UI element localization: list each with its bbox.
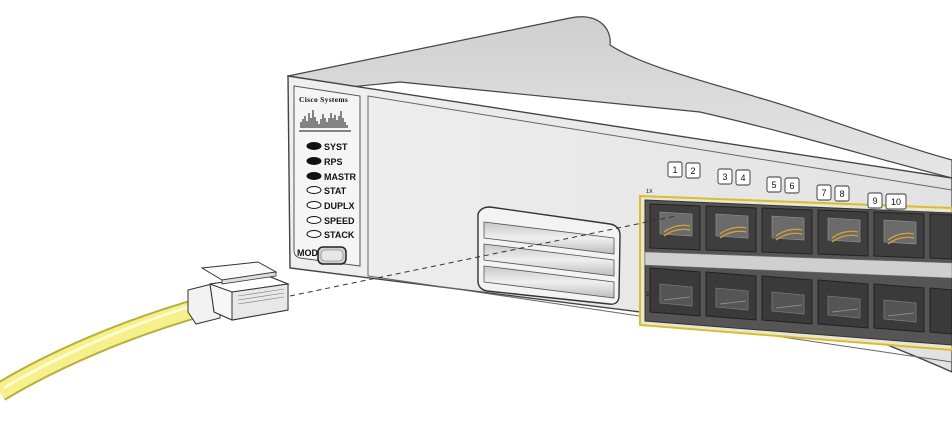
svg-text:5: 5	[771, 180, 776, 190]
port-tag-8: 8	[834, 185, 850, 202]
logo-text: Cisco Systems	[299, 95, 348, 104]
led-label-duplx: DUPLX	[324, 201, 355, 211]
port-1x-2[interactable]	[705, 205, 757, 253]
svg-text:6: 6	[789, 181, 794, 191]
port-tag-10: 10	[885, 193, 907, 210]
port-row-bottom	[649, 267, 952, 335]
port-2x-4[interactable]	[817, 279, 869, 329]
svg-text:8: 8	[839, 189, 844, 199]
port-1x-5[interactable]	[873, 211, 925, 259]
port-1x-4[interactable]	[817, 209, 869, 257]
port-number-labels: 1 2 3 4 5 6 7 8	[667, 161, 907, 210]
led-label-rps: RPS	[324, 157, 343, 167]
port-2x-5[interactable]	[873, 283, 925, 333]
led-syst	[306, 142, 322, 150]
led-mastr	[306, 172, 322, 180]
port-tag-1: 1	[667, 161, 683, 178]
port-tag-5: 5	[766, 176, 782, 193]
port-tag-3: 3	[717, 168, 733, 185]
led-duplx	[306, 201, 322, 209]
port-tag-6: 6	[784, 177, 800, 194]
rj45-plug-icon	[187, 261, 290, 325]
svg-text:1: 1	[672, 165, 677, 175]
svg-text:10: 10	[891, 197, 901, 207]
svg-text:3: 3	[722, 172, 727, 182]
svg-text:2: 2	[690, 166, 695, 176]
port-2x-3[interactable]	[761, 275, 813, 325]
svg-text:4: 4	[740, 173, 745, 183]
port-tag-7: 7	[816, 184, 832, 201]
vent-slot-3	[483, 265, 615, 299]
mode-button[interactable]: MODE	[297, 246, 347, 265]
front-inner-panel	[367, 95, 952, 363]
chassis-top	[286, 16, 952, 179]
port-row-divider	[644, 251, 952, 279]
svg-text:7: 7	[821, 188, 826, 198]
led-stat	[306, 186, 322, 194]
port-1x-6[interactable]	[929, 213, 952, 260]
mode-label: MODE	[297, 248, 324, 258]
port-1x-3[interactable]	[761, 207, 813, 255]
cisco-logo: Cisco Systems	[299, 95, 351, 132]
port-2x-1[interactable]	[649, 267, 701, 317]
port-1x-1[interactable]	[649, 203, 701, 251]
port-tag-2: 2	[685, 162, 701, 179]
ethernet-cable	[0, 296, 208, 401]
port-2x-6[interactable]	[929, 287, 952, 335]
vent-grille	[477, 206, 621, 305]
led-label-speed: SPEED	[324, 216, 355, 226]
vent-slot-2	[483, 243, 615, 277]
port-tag-4: 4	[735, 169, 751, 186]
led-rps	[306, 157, 322, 165]
connection-dashed-line	[289, 215, 677, 297]
port-2x-2[interactable]	[705, 271, 757, 321]
led-label-stack: STACK	[324, 230, 355, 240]
port-row-top	[649, 203, 952, 260]
svg-text:9: 9	[872, 196, 877, 206]
led-panel: SYST RPS MASTR STAT DUPLX SPEED STACK	[306, 142, 356, 240]
led-label-syst: SYST	[324, 142, 348, 152]
led-stack	[306, 230, 322, 238]
led-speed	[306, 216, 322, 224]
led-label-mastr: MASTR	[324, 172, 356, 182]
port-tag-9: 9	[867, 192, 883, 209]
vent-slot-1	[483, 221, 615, 255]
logo-bars-icon	[300, 110, 348, 128]
led-label-stat: STAT	[324, 186, 347, 196]
port-row-label-top: 1X	[646, 189, 653, 195]
